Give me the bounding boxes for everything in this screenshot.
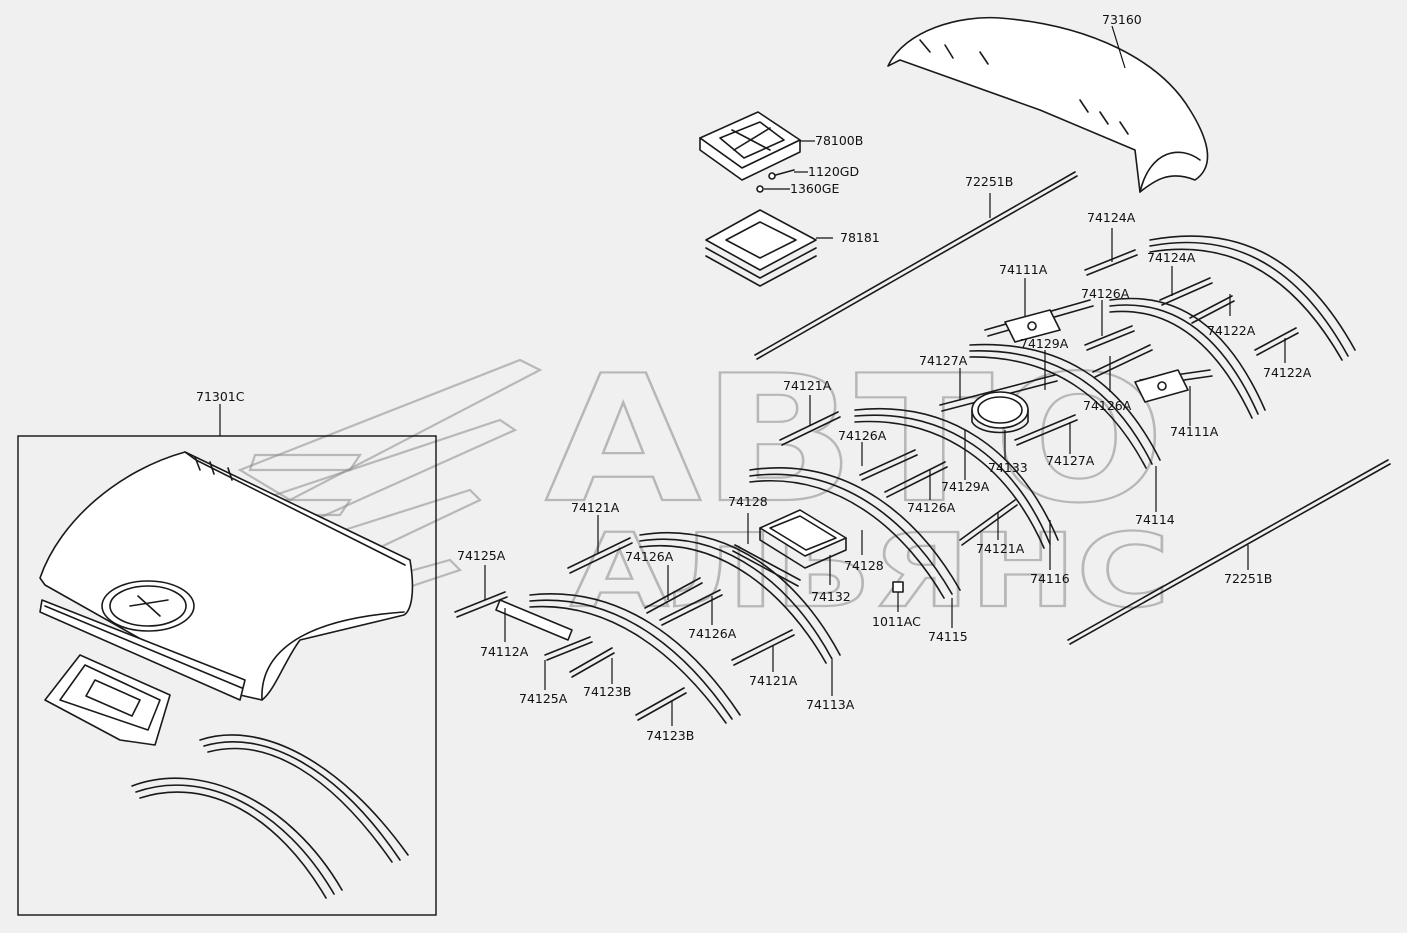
label-74125A-b: 74125A: [519, 691, 568, 706]
watermark-line1: АВТО: [545, 339, 1165, 542]
inset-rail-2: [131, 777, 343, 899]
console-tray: [44, 654, 171, 746]
label-74126A-a: 74126A: [1081, 286, 1130, 301]
label-74126A-f: 74126A: [688, 626, 737, 641]
strip-74126A-d: [884, 461, 948, 498]
bracket-74111A-a: [1004, 309, 1061, 343]
label-72251B-top: 72251B: [965, 174, 1013, 189]
watermark-line2: АЛЬЯНС: [570, 512, 1170, 631]
roof-bow-74113A: [639, 531, 841, 664]
label-74122A-b: 74122A: [1263, 365, 1312, 380]
roof-vent: [699, 111, 801, 181]
label-74113A: 74113A: [806, 697, 855, 712]
strip-74121A-d: [731, 629, 795, 666]
roof-bow-74112A: [529, 593, 741, 724]
label-74112A: 74112A: [480, 644, 529, 659]
label-74126A-e: 74126A: [625, 549, 674, 564]
inset-rail-1: [199, 734, 409, 863]
label-74129A-b: 74129A: [941, 479, 990, 494]
label-74123B-a: 74123B: [583, 684, 631, 699]
drip-strip-top: [754, 171, 1078, 360]
label-1011AC: 1011AC: [872, 614, 921, 629]
bolt-1360GE: [756, 185, 764, 193]
label-74121A-a: 74121A: [783, 378, 832, 393]
label-74127A-b: 74127A: [1046, 453, 1095, 468]
callout-labels: 74124A 74124A 74111A 74126A 74122A 74122…: [457, 210, 1312, 743]
front-roof-panel: [39, 451, 414, 701]
strip-74122A-b: [1254, 327, 1299, 356]
clip-1011AC: [892, 581, 904, 593]
label-74115: 74115: [928, 629, 968, 644]
strip-74123B-b: [635, 687, 687, 721]
watermark: АВТО АЛЬЯНС: [227, 338, 1171, 632]
vent-frame-74132: [759, 509, 847, 569]
strip-74125A-a: [454, 591, 508, 618]
strip-74124A-a: [1084, 249, 1138, 276]
strip-74125A-b: [544, 636, 593, 661]
label-74121A-d: 74121A: [749, 673, 798, 688]
drip-strip-bottom: [1067, 459, 1391, 645]
label-1120GD: 1120GD: [808, 164, 859, 179]
strip-74126A-a: [1084, 325, 1135, 351]
label-74116: 74116: [1030, 571, 1070, 586]
label-74126A-c: 74126A: [838, 428, 887, 443]
bracket-74111A-b: [1134, 369, 1189, 403]
label-74127A-a: 74127A: [919, 353, 968, 368]
strip-74121A-b: [959, 499, 1018, 546]
inset-box: [17, 435, 437, 916]
label-74126A-b: 74126A: [1083, 398, 1132, 413]
label-74129A-a: 74129A: [1020, 336, 1069, 351]
label-78100B: 78100B: [815, 133, 863, 148]
label-74128-a: 74128: [728, 494, 768, 509]
label-74132: 74132: [811, 589, 851, 604]
label-71301C: 71301C: [196, 389, 245, 404]
strip-74127A: [1014, 414, 1078, 446]
strip-74126A-e: [644, 577, 703, 614]
label-74133: 74133: [988, 460, 1028, 475]
label-74124A-b: 74124A: [1147, 250, 1196, 265]
bolt-1120GD: [768, 169, 795, 180]
label-1360GE: 1360GE: [790, 181, 839, 196]
strip-74121A-c: [567, 537, 633, 574]
strip-74121A-a: [779, 411, 841, 446]
strip-74126A-b: [1092, 344, 1153, 378]
roof-bow-74115: [749, 467, 961, 599]
strip-74124A-b: [1159, 277, 1213, 306]
label-72251B-bottom: 72251B: [1224, 571, 1272, 586]
rear-roof-cap: [887, 16, 1209, 193]
leader-lines: [484, 228, 1286, 726]
label-74121A-b: 74121A: [976, 541, 1025, 556]
label-74111A-b: 74111A: [1170, 424, 1219, 439]
roof-bow-74114: [1149, 235, 1356, 361]
label-78181: 78181: [840, 230, 880, 245]
strip-74123B-a: [569, 647, 615, 678]
label-74122A-a: 74122A: [1207, 323, 1256, 338]
roof-bow-2: [1109, 297, 1266, 419]
label-73160: 73160: [1102, 12, 1142, 27]
label-74124A-a: 74124A: [1087, 210, 1136, 225]
strip-74112A-bar: [495, 599, 573, 641]
strip-74126A-c: [859, 449, 918, 481]
label-74126A-d: 74126A: [907, 500, 956, 515]
label-74125A-a: 74125A: [457, 548, 506, 563]
roof-bow-74116: [854, 408, 1059, 549]
label-74128-b: 74128: [844, 558, 884, 573]
vent-gasket: [705, 209, 817, 287]
strip-74128: [732, 544, 801, 587]
roof-bow-3: [969, 343, 1161, 469]
vent-ring-74133: [971, 391, 1029, 434]
label-74123B-b: 74123B: [646, 728, 694, 743]
label-74111A-a: 74111A: [999, 262, 1048, 277]
strip-74122A-a: [1189, 295, 1235, 324]
label-74121A-c: 74121A: [571, 500, 620, 515]
label-74114: 74114: [1135, 512, 1175, 527]
